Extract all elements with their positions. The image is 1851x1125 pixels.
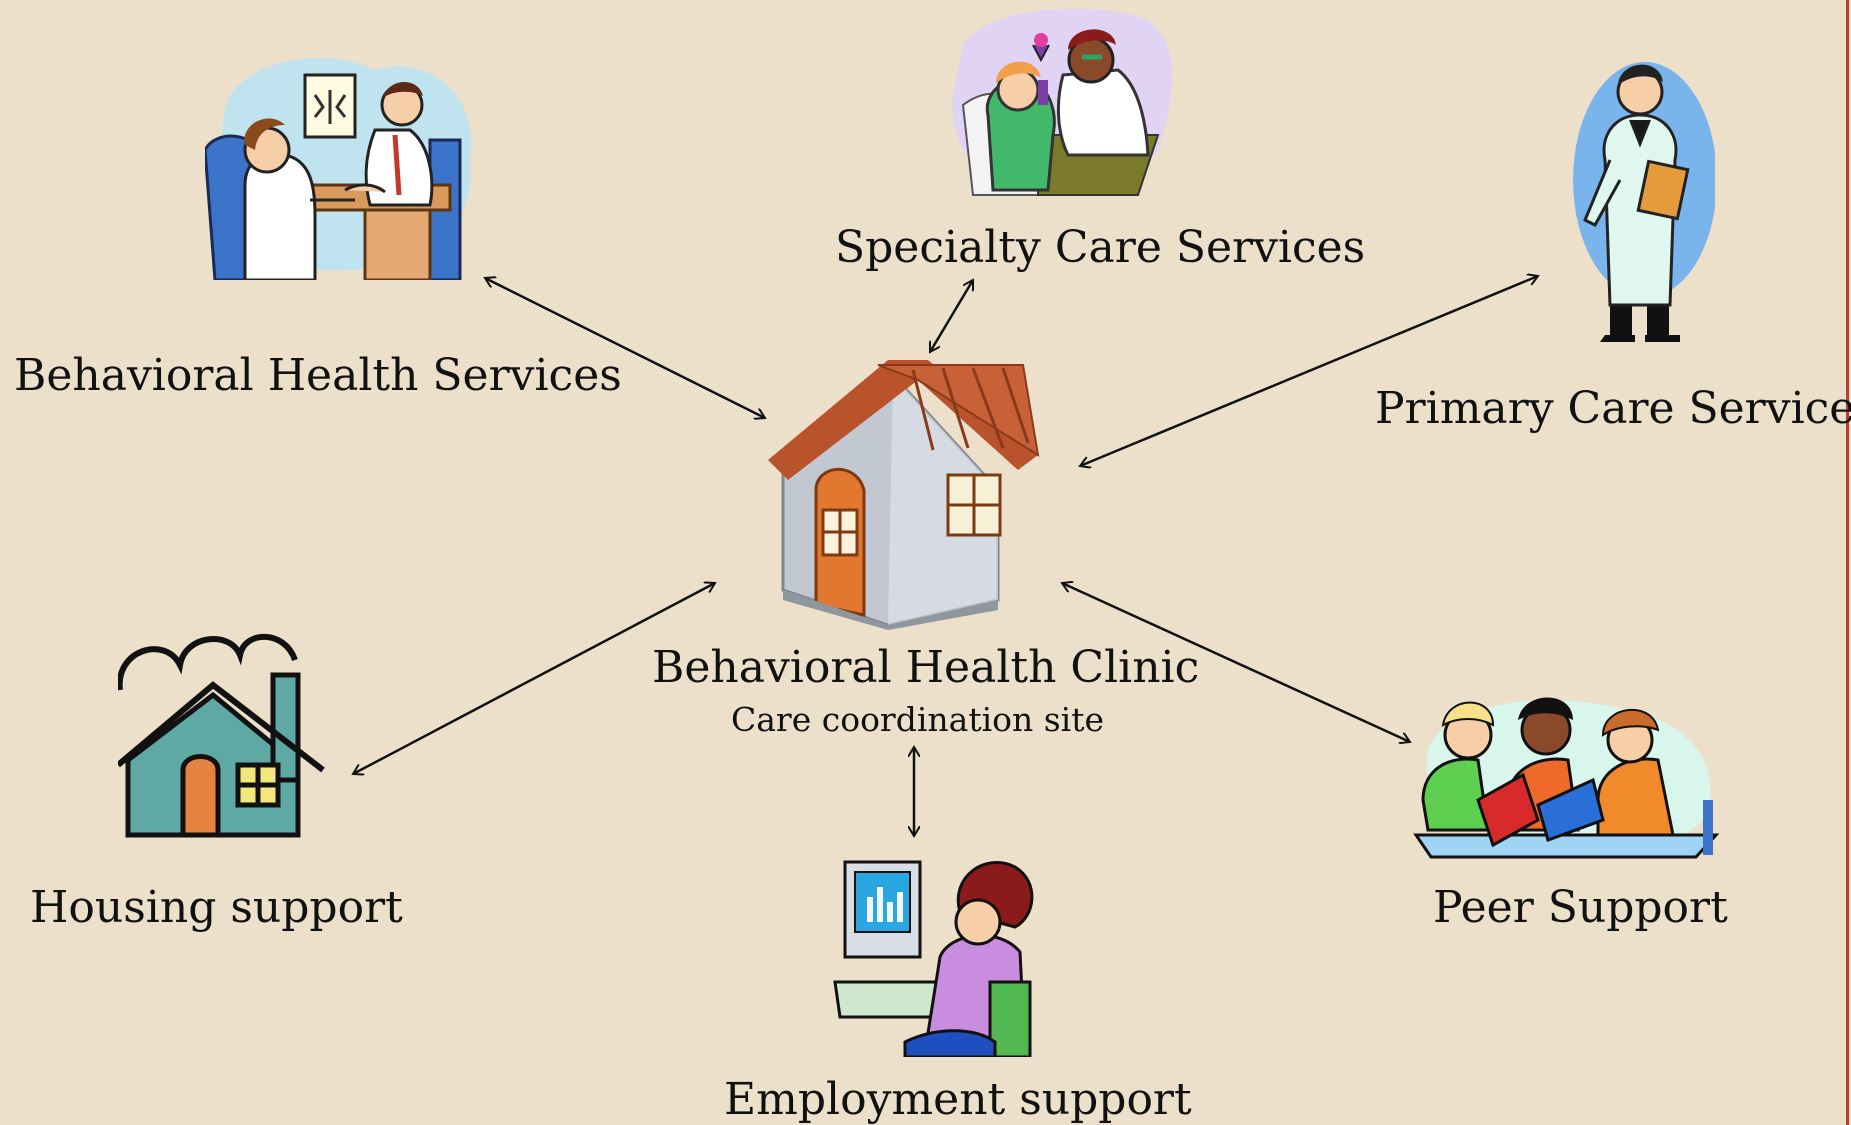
employment-support-computer-illustration [833,860,1034,1057]
arrow-primary-care [1080,276,1538,466]
node-label-employment-support: Employment support [724,1074,1192,1125]
node-label-primary-care-services: Primary Care Services [1375,383,1851,434]
node-label-behavioral-health-services: Behavioral Health Services [14,350,622,401]
right-border [1846,0,1849,1125]
arrow-specialty-care [928,280,975,352]
clinic-house-icon [768,360,1040,630]
peer-support-group-illustration [1413,697,1720,859]
primary-care-doctor-illustration [1573,62,1715,342]
counseling-session-illustration [205,58,472,280]
arrow-housing [353,583,715,774]
housing-support-house-illustration [118,633,325,838]
node-label-housing-support: Housing support [30,882,403,933]
center-subtitle: Care coordination site [731,700,1105,739]
node-label-peer-support: Peer Support [1433,882,1728,933]
node-label-specialty-care-services: Specialty Care Services [835,222,1366,273]
center-title: Behavioral Health Clinic [652,642,1200,693]
arrow-behavioral-health [485,278,765,418]
arrow-peer [1062,583,1410,742]
specialty-care-illustration [952,8,1173,196]
